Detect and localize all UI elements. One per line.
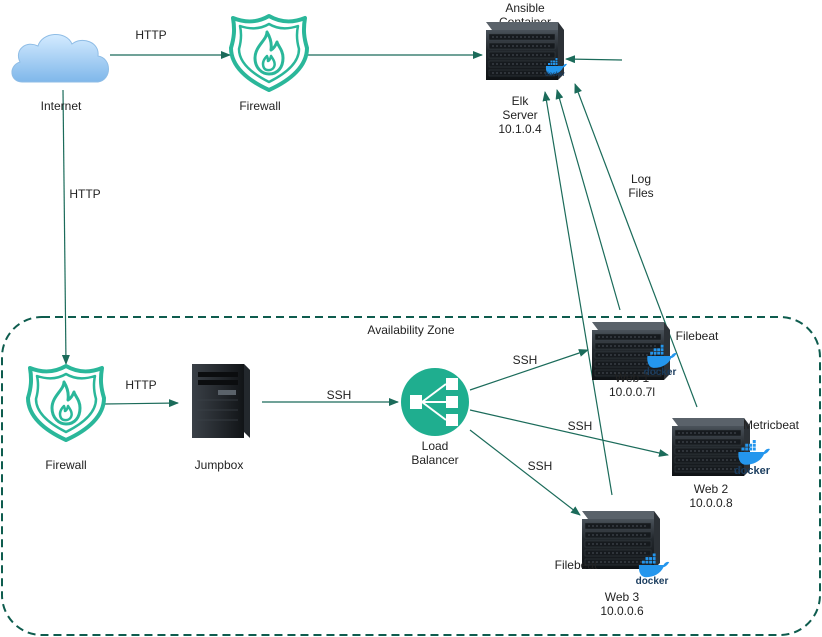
- jumpbox-label: Jumpbox: [195, 458, 244, 472]
- web2-ip-label: 10.0.0.8: [689, 496, 733, 510]
- arrow-lb-to-web3: [469, 429, 581, 516]
- web1-name-label: Web 1: [615, 371, 650, 385]
- arrow-internet-to-firewall-zone: [61, 89, 70, 365]
- elk-label-line1: Elk: [512, 94, 530, 108]
- elk-ip-label: 10.1.0.4: [498, 122, 542, 136]
- web3-ip-label: 10.0.0.6: [600, 604, 644, 618]
- http-left-label: HTTP: [69, 187, 100, 201]
- log-files-label-line2: Files: [628, 186, 653, 200]
- jumpbox-tower-server-icon: [192, 364, 250, 438]
- web2-docker-text: docker: [734, 465, 771, 477]
- connectors: [61, 51, 698, 516]
- web3-name-label: Web 3: [605, 590, 640, 604]
- log-files-label-line1: Log: [631, 172, 651, 186]
- internet-cloud-icon: [11, 34, 109, 83]
- http-top-label: HTTP: [135, 28, 166, 42]
- web2-name-label: Web 2: [694, 482, 729, 496]
- load-balancer-icon: [401, 368, 469, 436]
- firewall-zone-label: Firewall: [45, 458, 86, 472]
- web1-docker-text: docker: [644, 367, 677, 378]
- elk-label-line2: Server: [502, 108, 537, 122]
- ssh-web3-label: SSH: [528, 459, 553, 473]
- web1-filebeat-label: Filebeat: [676, 329, 719, 343]
- arrow-web1-logs-to-elk: [555, 89, 621, 311]
- http-mid-label: HTTP: [125, 378, 156, 392]
- arrow-lb-to-web1: [469, 349, 589, 391]
- lb-label-line2: Balancer: [411, 453, 458, 467]
- arrow-into-ansible: [565, 55, 623, 64]
- availability-zone-border: [1, 316, 821, 636]
- arrow-lb-to-web2: [469, 409, 669, 457]
- arrow-web3-logs-to-elk: [542, 91, 613, 496]
- web2-metricbeat-label: Metricbeat: [743, 418, 800, 432]
- web3-docker-text: docker: [636, 576, 669, 587]
- ssh-web2-label: SSH: [568, 419, 593, 433]
- web1-ip-label: 10.0.0.7l: [609, 385, 655, 399]
- ssh-jump-label: SSH: [327, 388, 352, 402]
- availability-zone-label: Availability Zone: [367, 323, 454, 337]
- ansible-label-line1: Ansible: [505, 1, 545, 15]
- arrow-firewall-to-jumpbox: [103, 399, 179, 408]
- internet-label: Internet: [41, 99, 82, 113]
- firewall-top-icon: [229, 14, 309, 92]
- firewall-top-label: Firewall: [239, 99, 280, 113]
- ssh-web1-label: SSH: [513, 353, 538, 367]
- ansible-docker-text: docker: [545, 72, 565, 78]
- web3-filebeat-label: Filebeat: [555, 558, 598, 572]
- firewall-zone-icon: [26, 364, 106, 442]
- lb-label-line1: Load: [422, 439, 449, 453]
